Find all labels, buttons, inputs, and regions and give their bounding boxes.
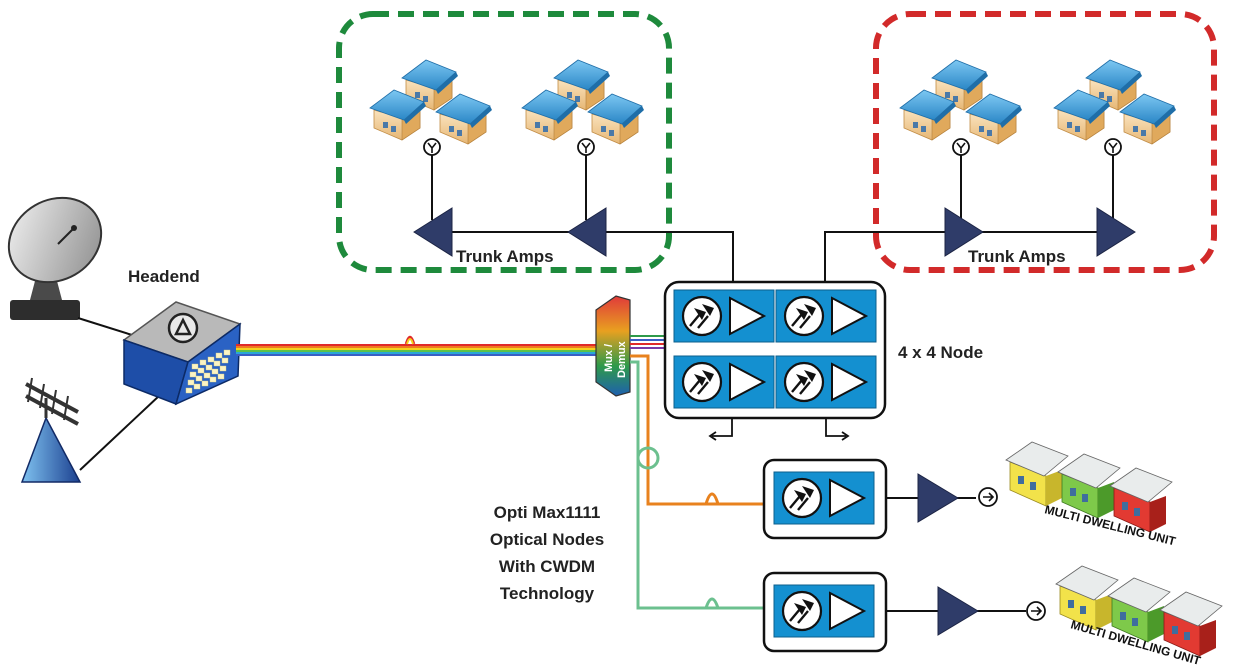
mux-demux-icon: Mux / Demux: [595, 295, 631, 397]
trunk-amps-left-label: Trunk Amps: [456, 247, 554, 266]
headend-building-icon: [122, 301, 242, 406]
node-output-arrows: [708, 418, 850, 441]
trunk-amp-icon: [1096, 207, 1136, 257]
fiber-loop-icon: [704, 597, 720, 609]
house-cluster-4: [1054, 60, 1176, 144]
optimax-caption: Opti Max1111 Optical Nodes With CWDM Tec…: [490, 503, 604, 603]
svg-text:Optical Nodes: Optical Nodes: [490, 530, 604, 549]
antenna-tower-icon: [20, 377, 82, 483]
tap-icon: [423, 138, 441, 156]
fiber-loop-icon: [704, 492, 720, 505]
headend-windows: [185, 349, 231, 394]
satellite-dish-icon: [7, 196, 103, 320]
green-fiber: [630, 360, 764, 610]
tap-icon: [1104, 138, 1122, 156]
optimax-node-lower: [762, 571, 888, 653]
optical-receiver-icon: [774, 354, 878, 410]
svg-text:Technology: Technology: [500, 584, 595, 603]
trunk-amp-icon: [413, 207, 453, 257]
fiber-loop-icon: [636, 446, 660, 470]
tap-icon: [952, 138, 970, 156]
house-cluster-1: [370, 60, 492, 144]
optical-receiver-icon: [774, 288, 878, 344]
tap-icon: [1026, 601, 1046, 621]
optical-receiver-icon: [672, 354, 776, 410]
green-service-area: [336, 11, 672, 273]
demux-label: Demux: [616, 340, 628, 378]
trunk-amp-icon: [944, 207, 984, 257]
house-cluster-3: [900, 60, 1022, 144]
red-service-area: [873, 11, 1217, 273]
four-by-four-node: [663, 280, 887, 420]
optimax-node-upper: [762, 458, 888, 540]
trunk-amps-right-label: Trunk Amps: [968, 247, 1066, 266]
node-4x4-label: 4 x 4 Node: [898, 343, 983, 362]
fiber-loop-icon: [404, 335, 416, 345]
tap-icon: [577, 138, 595, 156]
optical-receiver-icon: [772, 470, 876, 526]
mux-label: Mux /: [603, 344, 615, 372]
amp-icon: [917, 473, 959, 523]
headend-label: Headend: [128, 267, 200, 286]
optical-receiver-icon: [772, 583, 876, 639]
tap-icon: [978, 487, 998, 507]
amp-icon: [937, 586, 979, 636]
house-cluster-2: [522, 60, 644, 144]
optical-receiver-icon: [672, 288, 776, 344]
svg-text:Opti Max1111: Opti Max1111: [494, 503, 601, 522]
trunk-amp-icon: [567, 207, 607, 257]
cwdm-fiber-bundle: [236, 344, 596, 356]
svg-text:With CWDM: With CWDM: [499, 557, 595, 576]
